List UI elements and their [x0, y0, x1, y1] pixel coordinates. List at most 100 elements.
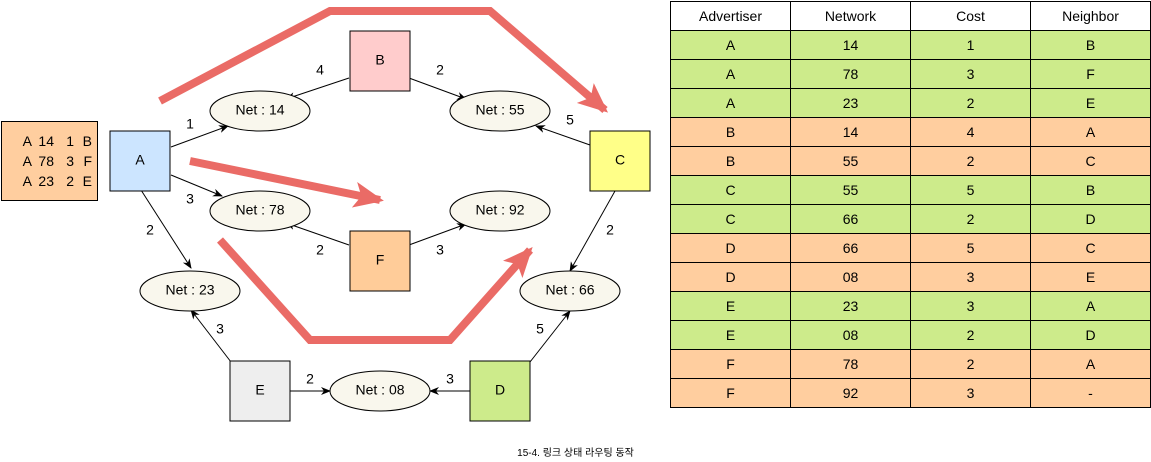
- cell-network: 55: [790, 175, 911, 205]
- router-label: E: [255, 382, 264, 398]
- table-row: D 66 5 C: [670, 233, 1151, 263]
- cost-label-b-n14: 4: [316, 62, 324, 78]
- cell-advertiser: E: [670, 291, 791, 321]
- link-c-n66: [569, 190, 616, 272]
- cost-label-f-n78: 2: [316, 242, 324, 258]
- cost-label-f-n92: 3: [436, 242, 444, 258]
- router-c: C: [589, 130, 651, 192]
- router-f: F: [349, 230, 411, 292]
- table-row: F 78 2 A: [670, 349, 1151, 379]
- network-08: Net : 08: [329, 370, 431, 412]
- link-a-n14: [170, 125, 229, 148]
- cell-network: 08: [790, 262, 911, 292]
- router-label: D: [495, 382, 505, 398]
- cell-cost: 5: [910, 233, 1031, 263]
- table-row: A 23 2 E: [670, 88, 1151, 118]
- cell-cost: 3: [910, 378, 1031, 408]
- cell-advertiser: B: [670, 117, 791, 147]
- lsa-advertiser: A: [22, 173, 32, 189]
- network-label: Net : 66: [545, 282, 594, 298]
- network-label: Net : 08: [355, 382, 404, 398]
- link-lines: [140, 77, 616, 395]
- routers: A B C D E F: [109, 30, 651, 422]
- cell-cost: 2: [910, 88, 1031, 118]
- cell-advertiser: F: [670, 349, 791, 379]
- table-row: E 08 2 D: [670, 320, 1151, 350]
- lsa-neighbor: B: [82, 133, 92, 149]
- link-f-n78: [285, 222, 350, 246]
- lsa-network: 14: [38, 133, 54, 149]
- network-label: Net : 55: [475, 102, 524, 118]
- cell-network: 23: [790, 88, 911, 118]
- network-label: Net : 92: [475, 202, 524, 218]
- cost-label-c-n55: 5: [566, 112, 574, 128]
- table-row: D 08 3 E: [670, 262, 1151, 292]
- cell-network: 14: [790, 30, 911, 60]
- network-label: Net : 23: [165, 282, 214, 298]
- cost-label-d-n66: 5: [536, 321, 544, 337]
- cell-advertiser: A: [670, 88, 791, 118]
- link-a-n23: [140, 189, 192, 269]
- lsa-neighbor: E: [82, 173, 92, 189]
- cell-neighbor: A: [1030, 117, 1151, 147]
- network-55: Net : 55: [449, 90, 551, 132]
- lsa-network: 78: [38, 153, 54, 169]
- cell-neighbor: C: [1030, 146, 1151, 176]
- cell-neighbor: D: [1030, 204, 1151, 234]
- router-label: F: [376, 252, 385, 268]
- cell-advertiser: D: [670, 233, 791, 263]
- cost-label-d-n08: 3: [446, 371, 454, 387]
- cell-neighbor: E: [1030, 88, 1151, 118]
- column-header-advertiser: Advertiser: [670, 1, 791, 31]
- cell-network: 66: [790, 233, 911, 263]
- link-state-table: Advertiser Network Cost Neighbor A 14 1 …: [670, 1, 1151, 408]
- router-label: B: [375, 52, 384, 68]
- cell-neighbor: D: [1030, 320, 1151, 350]
- lsa-advertiser: A: [22, 153, 32, 169]
- network-23: Net : 23: [139, 270, 241, 312]
- lsa-advertiser: A: [22, 133, 32, 149]
- router-a: A: [109, 130, 171, 192]
- cell-cost: 4: [910, 117, 1031, 147]
- lsa-cost: 2: [66, 173, 74, 189]
- table-header-row: Advertiser Network Cost Neighbor: [670, 1, 1151, 31]
- cell-network: 66: [790, 204, 911, 234]
- table-row: A 78 3 F: [670, 59, 1151, 89]
- table-row: F 92 3 -: [670, 378, 1151, 408]
- cell-neighbor: -: [1030, 378, 1151, 408]
- cell-cost: 2: [910, 349, 1031, 379]
- table-row: C 55 5 B: [670, 175, 1151, 205]
- cell-neighbor: A: [1030, 291, 1151, 321]
- router-d: D: [469, 360, 531, 422]
- cell-network: 55: [790, 146, 911, 176]
- network-78: Net : 78: [209, 190, 311, 232]
- cost-label-b-n55: 2: [436, 62, 444, 78]
- link-f-n92: [408, 223, 467, 246]
- link-c-n55: [535, 125, 591, 146]
- column-header-neighbor: Neighbor: [1030, 1, 1151, 31]
- cell-network: 14: [790, 117, 911, 147]
- cell-neighbor: A: [1030, 349, 1151, 379]
- cell-cost: 3: [910, 291, 1031, 321]
- router-b: B: [349, 30, 411, 92]
- table-row: C 66 2 D: [670, 204, 1151, 234]
- cell-cost: 2: [910, 320, 1031, 350]
- cell-cost: 2: [910, 146, 1031, 176]
- cell-neighbor: F: [1030, 59, 1151, 89]
- network-label: Net : 78: [235, 202, 284, 218]
- flood-arrow-a-to-c: [158, 6, 609, 114]
- lsa-box-router-a: A 14 1 B A 78 3 F A 23 2 E: [1, 121, 98, 201]
- lsa-row: A 23 2 E: [2, 171, 97, 191]
- cell-advertiser: A: [670, 30, 791, 60]
- table-row: B 14 4 A: [670, 117, 1151, 147]
- cost-label-e-n23: 3: [216, 321, 224, 337]
- link-d-n66: [529, 310, 571, 363]
- network-diagram: 1 3 2 4 2 5 2 2 3 5 3 2 3 Net : 14 Net :…: [109, 6, 651, 422]
- link-e-n23: [190, 309, 232, 363]
- figure-caption: 15-4. 링크 상태 라우팅 동작: [517, 448, 634, 459]
- table-row: E 23 3 A: [670, 291, 1151, 321]
- lsa-row: A 14 1 B: [2, 131, 97, 151]
- link-b-n14: [285, 77, 350, 100]
- cell-neighbor: B: [1030, 175, 1151, 205]
- cell-network: 78: [790, 59, 911, 89]
